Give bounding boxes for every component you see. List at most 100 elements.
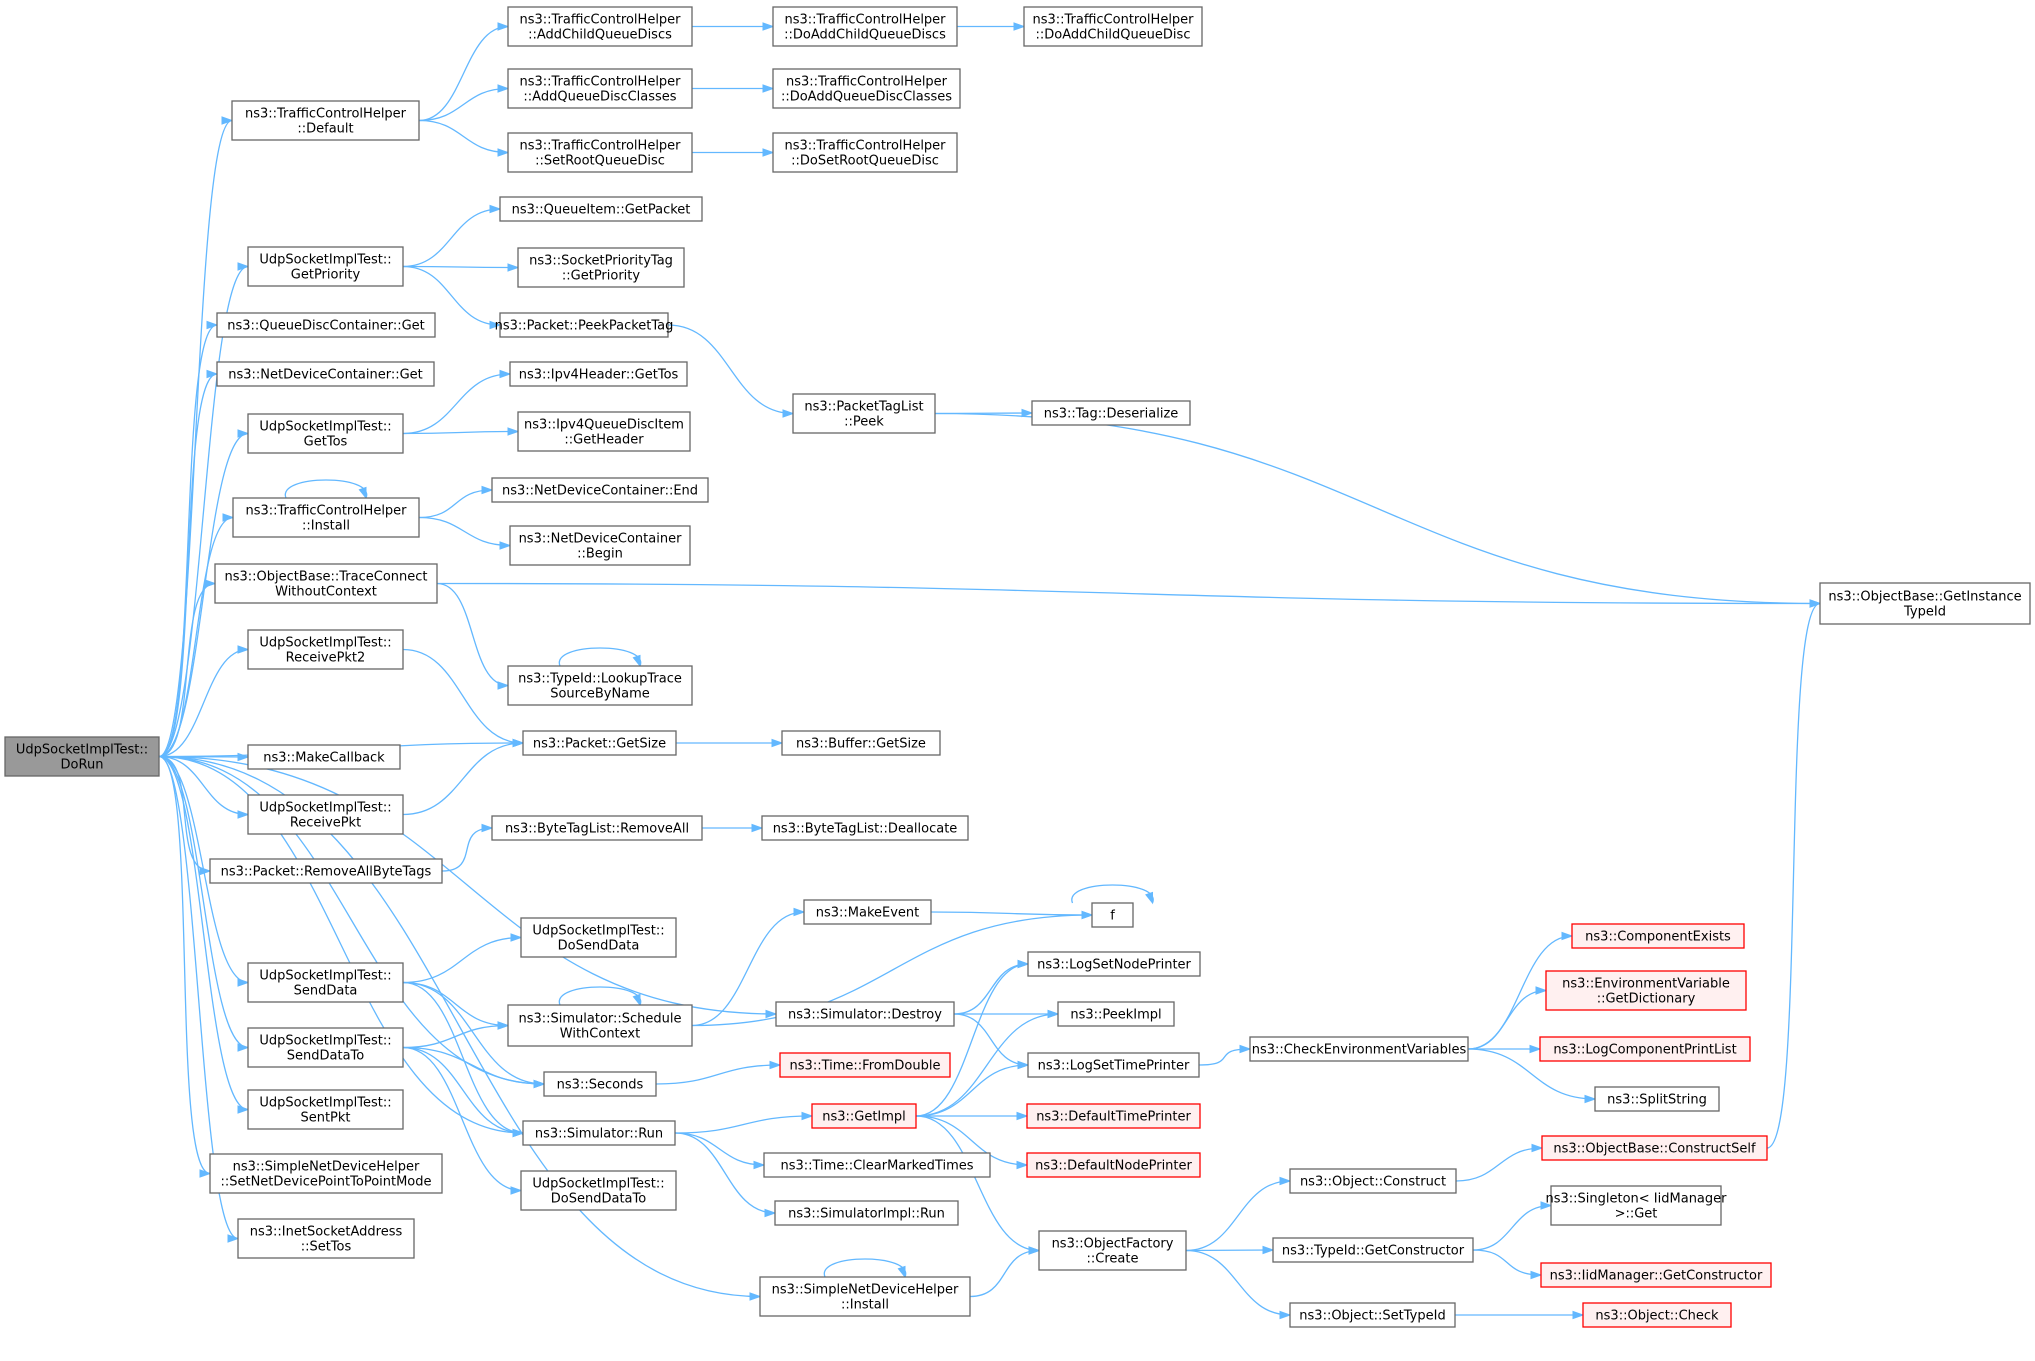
node-sim-run[interactable]: ns3::Simulator::Run: [522, 1120, 676, 1146]
arrowhead: [1584, 1094, 1597, 1104]
node-sim-destroy[interactable]: ns3::Simulator::Destroy: [775, 1001, 955, 1027]
node-root[interactable]: UdpSocketImplTest::DoRun: [4, 736, 160, 777]
node-snd-setp2p[interactable]: ns3::SimpleNetDeviceHelper::SetNetDevice…: [209, 1153, 443, 1194]
node-peekimpl[interactable]: ns3::PeekImpl: [1057, 1001, 1175, 1027]
node-time-clearmarked[interactable]: ns3::Time::ClearMarkedTimes: [763, 1152, 991, 1178]
arrowhead: [206, 320, 219, 330]
arrowhead: [237, 1105, 250, 1114]
edge-check_env-to-splitstring: [1467, 1048, 1597, 1104]
node-ust-senddatato[interactable]: UdpSocketImplTest::SendDataTo: [247, 1027, 404, 1068]
node-obj-construct[interactable]: ns3::Object::Construct: [1289, 1168, 1457, 1194]
node-snd-install[interactable]: ns3::SimpleNetDeviceHelper::Install: [759, 1276, 971, 1317]
node-qdc-get[interactable]: ns3::QueueDiscContainer::Get: [216, 312, 436, 338]
node-spt-getpriority[interactable]: ns3::SocketPriorityTag::GetPriority: [517, 247, 685, 288]
node-tch-setroot[interactable]: ns3::TrafficControlHelper::SetRootQueueD…: [507, 132, 693, 173]
node-ust-receivepkt[interactable]: UdpSocketImplTest::ReceivePkt: [247, 794, 404, 835]
node-obj-settypeid[interactable]: ns3::Object::SetTypeId: [1289, 1302, 1456, 1328]
node-check-env[interactable]: ns3::CheckEnvironmentVariables: [1249, 1036, 1469, 1062]
node-label: ns3::Object::SetTypeId: [1299, 1309, 1445, 1324]
node-ob-constructself[interactable]: ns3::ObjectBase::ConstructSelf: [1541, 1135, 1768, 1161]
node-ptl-peek[interactable]: ns3::PacketTagList::Peek: [792, 393, 936, 434]
arrowhead: [222, 513, 235, 522]
node-label: UdpSocketImplTest::: [532, 924, 664, 939]
node-log-setnodeprinter[interactable]: ns3::LogSetNodePrinter: [1027, 951, 1201, 977]
node-getimpl[interactable]: ns3::GetImpl: [811, 1103, 917, 1129]
node-box: [763, 1152, 991, 1178]
node-pkt-removebytetags[interactable]: ns3::Packet::RemoveAllByteTags: [209, 858, 443, 884]
node-ust-receivepkt2[interactable]: UdpSocketImplTest::ReceivePkt2: [247, 629, 404, 670]
node-time-fromdouble[interactable]: ns3::Time::FromDouble: [779, 1052, 951, 1078]
node-tch-addchild[interactable]: ns3::TrafficControlHelper::AddChildQueue…: [507, 6, 693, 47]
node-env-getdict[interactable]: ns3::EnvironmentVariable::GetDictionary: [1545, 970, 1747, 1011]
node-default-node-printer[interactable]: ns3::DefaultNodePrinter: [1026, 1152, 1201, 1178]
arrowhead: [1013, 22, 1026, 31]
node-label: TypeId: [1903, 605, 1946, 620]
node-ndc-get[interactable]: ns3::NetDeviceContainer::Get: [216, 361, 435, 387]
node-isa-settos[interactable]: ns3::InetSocketAddress::SetTos: [237, 1218, 415, 1259]
node-pkt-peektag[interactable]: ns3::Packet::PeekPacketTag: [495, 312, 674, 338]
edge-typeid_getconstructor-to-singleton_get: [1472, 1201, 1553, 1251]
node-box: [507, 132, 693, 173]
node-log-component-printlist[interactable]: ns3::LogComponentPrintList: [1539, 1036, 1751, 1062]
node-ust-sentpkt[interactable]: UdpSocketImplTest::SentPkt: [247, 1089, 404, 1130]
node-singleton-get[interactable]: ns3::Singleton< IidManager >::Get: [1545, 1185, 1727, 1226]
arrowhead: [1239, 1044, 1252, 1054]
node-label: ns3::TrafficControlHelper: [784, 13, 946, 28]
node-tch-addclasses[interactable]: ns3::TrafficControlHelper::AddQueueDiscC…: [507, 68, 693, 109]
node-box: [247, 744, 401, 770]
node-box: [216, 312, 436, 338]
node-makecallback[interactable]: ns3::MakeCallback: [247, 744, 401, 770]
arrowhead: [1016, 1160, 1029, 1170]
node-f[interactable]: f: [1091, 902, 1134, 928]
node-box: [509, 525, 691, 566]
edge-objfactory_create-to-typeid_getconstructor: [1185, 1245, 1275, 1255]
node-simimpl-run[interactable]: ns3::SimulatorImpl::Run: [774, 1200, 959, 1226]
node-pkt-getsize[interactable]: ns3::Packet::GetSize: [522, 730, 677, 756]
node-label: ns3::ObjectBase::ConstructSelf: [1553, 1142, 1756, 1157]
node-label: ::Begin: [577, 547, 623, 562]
node-ust-dosenddata[interactable]: UdpSocketImplTest::DoSendData: [520, 917, 677, 958]
arrowhead: [489, 204, 502, 214]
node-label: ns3::PeekImpl: [1070, 1008, 1161, 1023]
node-log-settimeprinter[interactable]: ns3::LogSetTimePrinter: [1027, 1052, 1200, 1078]
node-tch-default[interactable]: ns3::TrafficControlHelper::Default: [231, 100, 420, 141]
node-tch-doaddchild[interactable]: ns3::TrafficControlHelper::DoAddChildQue…: [1023, 6, 1203, 47]
node-ndc-begin[interactable]: ns3::NetDeviceContainer::Begin: [509, 525, 691, 566]
node-box: [1582, 1302, 1732, 1328]
node-qi-getpacket[interactable]: ns3::QueueItem::GetPacket: [499, 196, 703, 222]
node-ust-dosenddatato[interactable]: UdpSocketImplTest::DoSendDataTo: [520, 1170, 677, 1211]
node-btl-dealloc[interactable]: ns3::ByteTagList::Deallocate: [761, 815, 969, 841]
node-tch-install[interactable]: ns3::TrafficControlHelper::Install: [232, 497, 420, 538]
node-iidmanager-getconstructor[interactable]: ns3::IidManager::GetConstructor: [1540, 1262, 1772, 1288]
node-buf-getsize[interactable]: ns3::Buffer::GetSize: [781, 730, 941, 756]
node-ust-senddata[interactable]: UdpSocketImplTest::SendData: [247, 962, 404, 1003]
node-default-time-printer[interactable]: ns3::DefaultTimePrinter: [1026, 1103, 1201, 1129]
node-ndc-end[interactable]: ns3::NetDeviceContainer::End: [491, 477, 709, 503]
node-seconds[interactable]: ns3::Seconds: [543, 1071, 657, 1097]
node-ob-traceconnect[interactable]: ns3::ObjectBase::TraceConnectWithoutCont…: [214, 563, 438, 604]
node-obj-check[interactable]: ns3::Object::Check: [1582, 1302, 1732, 1328]
node-tch-doaddchilds[interactable]: ns3::TrafficControlHelper::DoAddChildQue…: [772, 6, 958, 47]
node-makeevent[interactable]: ns3::MakeEvent: [803, 899, 932, 925]
node-ipv4qdi-getheader[interactable]: ns3::Ipv4QueueDiscItem::GetHeader: [517, 411, 691, 452]
node-splitstring[interactable]: ns3::SplitString: [1594, 1086, 1720, 1112]
node-ust-getpriority[interactable]: UdpSocketImplTest::GetPriority: [247, 246, 404, 287]
node-component-exists[interactable]: ns3::ComponentExists: [1571, 923, 1745, 949]
node-tch-dosetroot[interactable]: ns3::TrafficControlHelper::DoSetRootQueu…: [772, 132, 958, 173]
edge-typeid_lookup-to-typeid_lookup: [558, 647, 642, 668]
node-box: [792, 393, 936, 434]
node-typeid-getconstructor[interactable]: ns3::TypeId::GetConstructor: [1272, 1237, 1474, 1263]
node-label: ns3::Time::ClearMarkedTimes: [780, 1159, 973, 1174]
edge-ust_senddatato-to-ust_dosenddatato: [402, 1046, 523, 1195]
node-objfactory-create[interactable]: ns3::ObjectFactory::Create: [1038, 1230, 1187, 1271]
node-tag-deserialize[interactable]: ns3::Tag::Deserialize: [1031, 400, 1191, 426]
node-btl-removeall[interactable]: ns3::ByteTagList::RemoveAll: [491, 815, 703, 841]
node-ipv4h-gettos[interactable]: ns3::Ipv4Header::GetTos: [509, 361, 688, 387]
node-tch-doaddclasses[interactable]: ns3::TrafficControlHelper::DoAddQueueDis…: [772, 68, 961, 109]
node-label: ns3::Singleton< IidManager: [1545, 1192, 1727, 1207]
node-box: [247, 1027, 404, 1068]
node-ust-gettos[interactable]: UdpSocketImplTest::GetTos: [247, 413, 404, 454]
